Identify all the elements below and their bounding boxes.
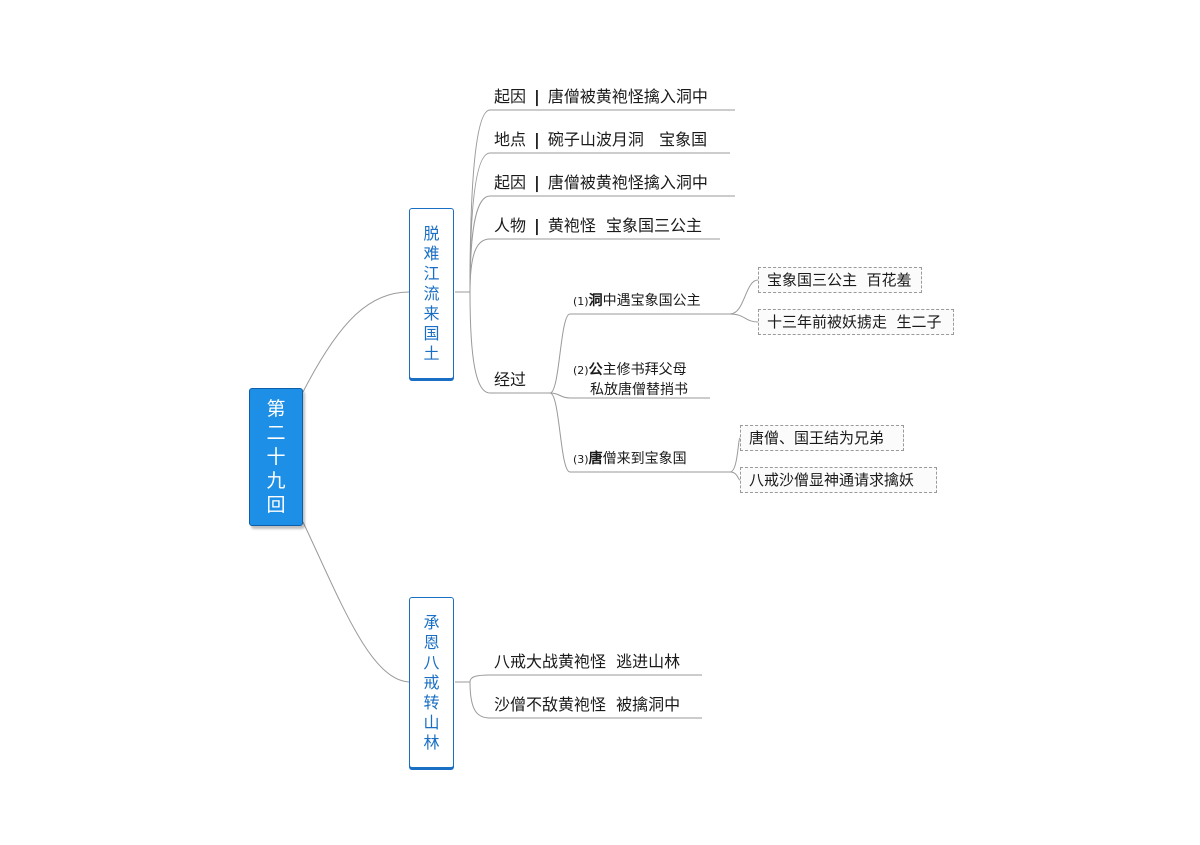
- leaf-value: 碗子山波月洞 宝象国: [547, 130, 708, 149]
- step-first-char: 唐: [588, 451, 603, 467]
- branch-char: 八: [423, 652, 440, 672]
- leaf-capture[interactable]: 沙僧不敌黄袍怪 被擒洞中: [494, 695, 681, 714]
- step-number: (2): [573, 364, 589, 377]
- detail-box[interactable]: 宝象国三公主 百花羞: [758, 267, 922, 293]
- leaf-value: 唐僧被黄袍怪擒入洞中: [547, 87, 708, 106]
- step-first-char: 洞: [588, 293, 603, 309]
- branch-char: 难: [423, 243, 440, 263]
- step-2[interactable]: (2)公主修书拜父母: [573, 360, 687, 381]
- root-char: 九: [266, 470, 286, 492]
- leaf-separator: |: [534, 173, 540, 192]
- detail-box[interactable]: 八戒沙僧显神通请求擒妖: [740, 467, 937, 493]
- step-text: 僧来到宝象国: [602, 451, 687, 467]
- step-text: 主修书拜父母: [602, 362, 687, 378]
- detail-box[interactable]: 十三年前被妖掳走 生二子: [758, 309, 954, 335]
- leaf-key: 起因: [494, 87, 527, 106]
- branch-char: 山: [423, 712, 440, 732]
- branch-char: 来: [423, 303, 440, 323]
- step-1[interactable]: (1)洞中遇宝象国公主: [573, 291, 701, 312]
- leaf-process[interactable]: 经过: [494, 370, 527, 389]
- leaf-value: 唐僧被黄袍怪擒入洞中: [547, 173, 708, 192]
- leaf-separator: |: [534, 216, 540, 235]
- root-char: 回: [266, 494, 286, 516]
- step-number: (3): [573, 453, 589, 466]
- leaf-key: 起因: [494, 173, 527, 192]
- branch-char: 转: [423, 692, 440, 712]
- root-char: 第: [266, 398, 286, 420]
- branch-char: 脱: [423, 223, 440, 243]
- leaf-cause-repeat[interactable]: 起因 | 唐僧被黄袍怪擒入洞中: [494, 173, 708, 193]
- branch-char: 戒: [423, 672, 440, 692]
- branch-char: 恩: [423, 632, 440, 652]
- branch-char: 土: [423, 343, 440, 363]
- leaf-key: 人物: [494, 216, 527, 235]
- detail-box[interactable]: 唐僧、国王结为兄弟: [740, 425, 904, 451]
- branch-char: 江: [423, 263, 440, 283]
- branch-node-escape[interactable]: 脱 难 江 流 来 国 土: [409, 208, 454, 379]
- leaf-characters[interactable]: 人物 | 黄袍怪 宝象国三公主: [494, 216, 702, 236]
- leaf-value: 黄袍怪 宝象国三公主: [547, 216, 703, 235]
- step-2-line2: 私放唐僧替捎书: [590, 382, 688, 398]
- step-3[interactable]: (3)唐僧来到宝象国: [573, 449, 687, 470]
- leaf-key: 地点: [494, 130, 527, 149]
- leaf-separator: |: [534, 87, 540, 106]
- branch-char: 国: [423, 323, 440, 343]
- branch-char: 承: [423, 612, 440, 632]
- leaf-battle[interactable]: 八戒大战黄袍怪 逃进山林: [494, 652, 681, 671]
- step-text: 中遇宝象国公主: [602, 293, 701, 309]
- leaf-location[interactable]: 地点 | 碗子山波月洞 宝象国: [494, 130, 707, 150]
- root-char: 二: [266, 422, 286, 444]
- leaf-cause[interactable]: 起因 | 唐僧被黄袍怪擒入洞中: [494, 87, 708, 107]
- step-first-char: 公: [588, 362, 603, 378]
- branch-char: 流: [423, 283, 440, 303]
- step-number: (1): [573, 295, 589, 308]
- branch-node-mountain[interactable]: 承 恩 八 戒 转 山 林: [409, 597, 454, 768]
- leaf-separator: |: [534, 130, 540, 149]
- root-node[interactable]: 第 二 十 九 回: [249, 388, 303, 526]
- branch-char: 林: [423, 732, 440, 752]
- root-char: 十: [266, 446, 286, 468]
